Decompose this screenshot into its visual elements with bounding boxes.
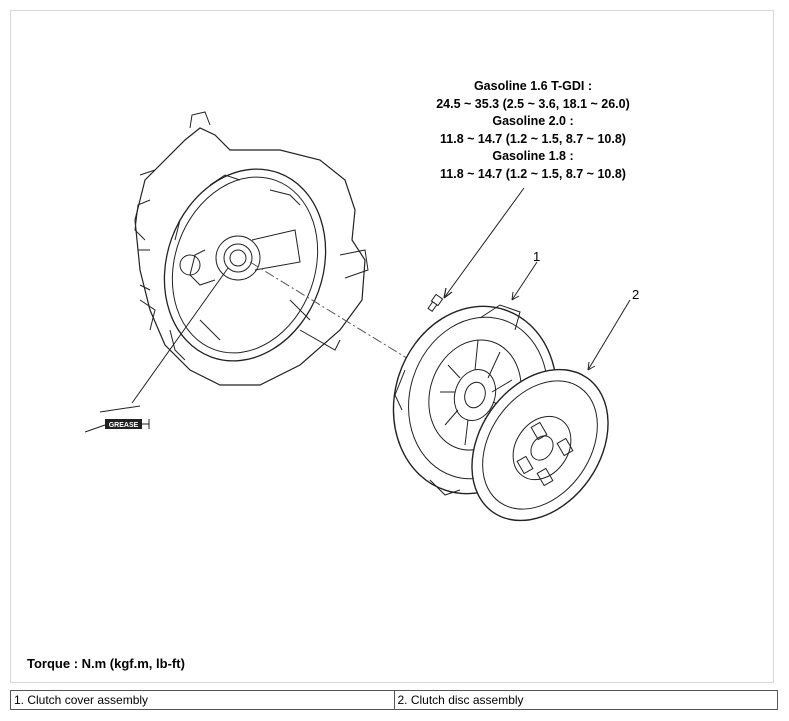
transmission-housing xyxy=(134,111,369,386)
spec-line: Gasoline 1.6 T-GDI : xyxy=(473,79,593,93)
parts-legend: 1. Clutch cover assembly 2. Clutch disc … xyxy=(10,690,778,710)
clutch-disc xyxy=(471,368,609,522)
bolt xyxy=(427,293,444,312)
callout-1: 1 xyxy=(533,249,541,264)
spec-line: 24.5 ~ 35.3 (2.5 ~ 3.6, 18.1 ~ 26.0) xyxy=(436,96,630,111)
torque-note: Torque : N.m (kgf.m, lb-ft) xyxy=(27,656,185,671)
figure-frame xyxy=(10,10,774,683)
grease-tag: GREASE xyxy=(105,419,150,429)
spec-line: Gasoline 1.8 : xyxy=(492,149,574,163)
grease-label: GREASE xyxy=(109,422,139,429)
spec-line: 11.8 ~ 14.7 (1.2 ~ 1.5, 8.7 ~ 10.8) xyxy=(440,166,626,181)
callout-2: 2 xyxy=(632,287,640,302)
spec-line: Gasoline 2.0 : xyxy=(492,114,574,128)
legend-item-1: 1. Clutch cover assembly xyxy=(10,690,395,710)
spec-line: 11.8 ~ 14.7 (1.2 ~ 1.5, 8.7 ~ 10.8) xyxy=(440,131,626,146)
legend-item-2: 2. Clutch disc assembly xyxy=(393,690,778,710)
torque-spec: Gasoline 1.6 T-GDI : 24.5 ~ 35.3 (2.5 ~ … xyxy=(388,78,678,183)
